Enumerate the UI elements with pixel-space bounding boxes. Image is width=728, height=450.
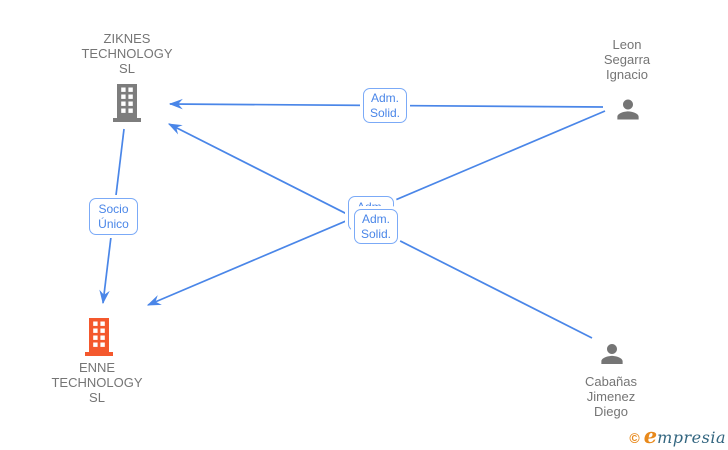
node-cabanas-label[interactable]: Cabañas Jimenez Diego bbox=[584, 374, 638, 419]
building-icon-ziknes[interactable] bbox=[112, 84, 142, 122]
edge-label-leon-ziknes: Adm. Solid. bbox=[363, 88, 407, 123]
node-ziknes-label[interactable]: ZIKNES TECHNOLOGY SL bbox=[81, 31, 173, 76]
building-icon-enne[interactable] bbox=[84, 318, 114, 356]
node-leon-label[interactable]: Leon Segarra Ignacio bbox=[603, 37, 651, 82]
edge-label-cabanas-ziknes: Adm. Solid. bbox=[354, 209, 398, 244]
person-icon-cabanas[interactable] bbox=[597, 339, 627, 369]
person-icon-leon[interactable] bbox=[613, 94, 643, 125]
logo-brand-initial: e bbox=[643, 423, 658, 448]
node-enne-label[interactable]: ENNE TECHNOLOGY SL bbox=[51, 360, 143, 405]
empresia-logo[interactable]: © e mpresia bbox=[629, 423, 726, 448]
logo-brand-rest: mpresia bbox=[657, 428, 726, 447]
edge-label-ziknes-enne: Socio Único bbox=[89, 198, 138, 235]
copyright-icon: © bbox=[629, 430, 640, 446]
